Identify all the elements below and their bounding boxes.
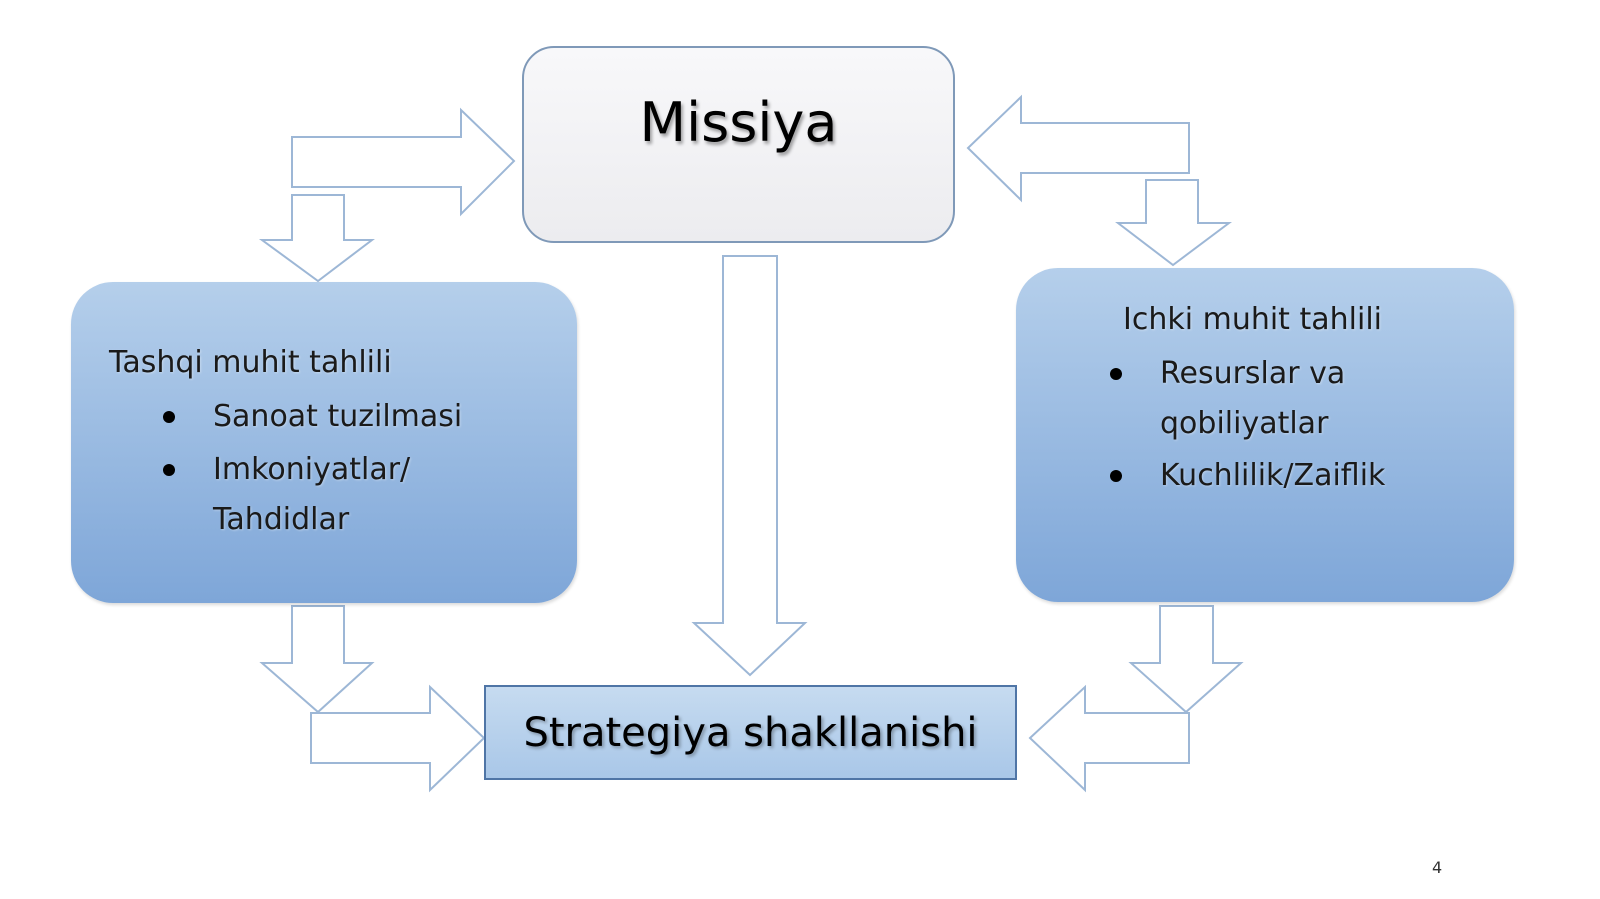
external-heading: Tashqi muhit tahlili xyxy=(109,345,392,380)
external-analysis-box: Tashqi muhit tahlili Sanoat tuzilmasi Im… xyxy=(71,282,577,603)
external-item-industry: Sanoat tuzilmasi xyxy=(163,392,543,442)
internal-item-strengths: Kuchlilik/Zaiflik xyxy=(1110,451,1490,501)
arrow-down-mission-to-strategy xyxy=(691,255,808,677)
internal-analysis-box: Ichki muhit tahlili Resurslar va qobiliy… xyxy=(1016,268,1514,602)
arrow-down-from-internal xyxy=(1128,605,1244,714)
external-item-opportunities: Imkoniyatlar/ Tahdidlar xyxy=(163,445,453,545)
arrow-right-into-mission xyxy=(291,107,516,217)
bullet-icon xyxy=(1110,470,1122,482)
bullet-icon xyxy=(163,464,175,476)
bullet-icon xyxy=(1110,368,1122,380)
arrow-down-from-external xyxy=(259,605,375,714)
arrow-down-into-external xyxy=(258,194,375,283)
internal-item-resources: Resurslar va qobiliyatlar xyxy=(1110,349,1400,449)
arrow-left-into-strategy xyxy=(1028,684,1190,793)
arrow-down-into-internal xyxy=(1115,179,1232,267)
internal-item-label: Resurslar va qobiliyatlar xyxy=(1160,356,1346,441)
internal-heading: Ichki muhit tahlili xyxy=(1123,302,1382,337)
external-item-label: Sanoat tuzilmasi xyxy=(213,399,463,434)
strategy-box: Strategiya shakllanishi xyxy=(484,685,1017,780)
slide-number: 4 xyxy=(1432,858,1443,877)
arrow-left-into-mission xyxy=(966,94,1190,203)
internal-item-label: Kuchlilik/Zaiflik xyxy=(1160,458,1386,493)
arrow-right-into-strategy xyxy=(310,684,486,793)
mission-title: Missiya xyxy=(639,91,838,154)
external-item-label: Imkoniyatlar/ Tahdidlar xyxy=(213,452,411,537)
bullet-icon xyxy=(163,411,175,423)
strategy-title: Strategiya shakllanishi xyxy=(523,709,978,756)
mission-box: Missiya xyxy=(522,46,955,243)
